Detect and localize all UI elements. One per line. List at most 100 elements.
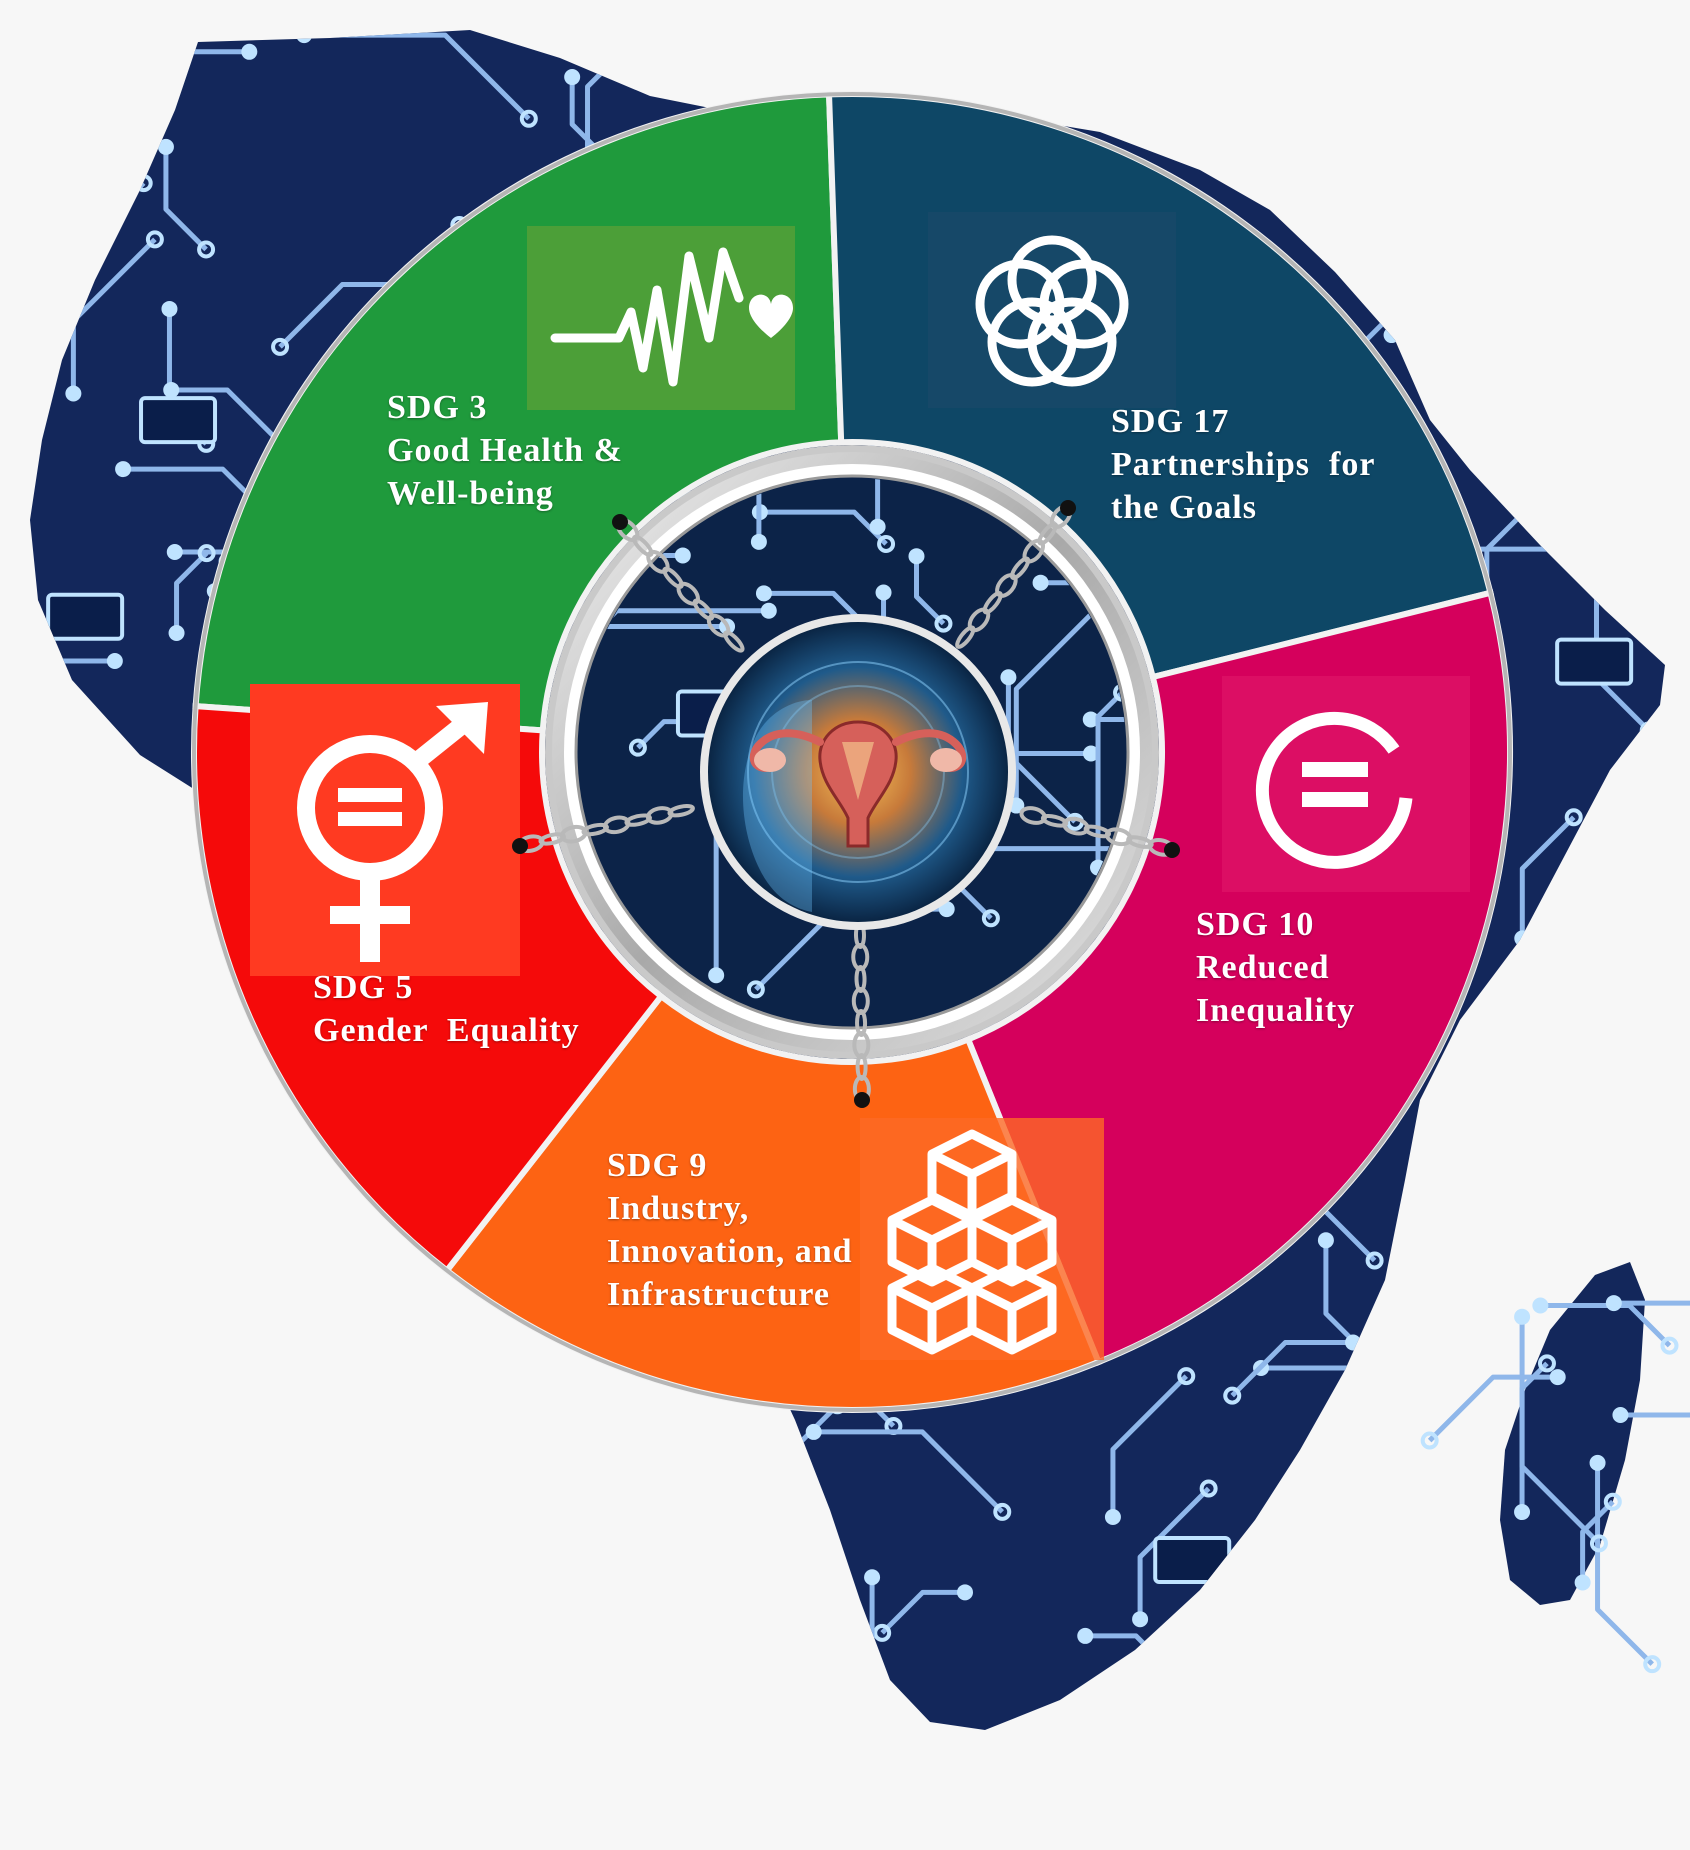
circuit-node (590, 1693, 607, 1710)
circuit-trace (1607, 1069, 1665, 1116)
circuit-node (58, 812, 77, 831)
circuit-node (1605, 1295, 1622, 1312)
circuit-node (182, 1273, 199, 1290)
circuit-node (179, 1111, 196, 1128)
circuit-node (64, 1289, 83, 1308)
circuit-node (1104, 1508, 1121, 1525)
circuit-node (1514, 1308, 1531, 1325)
circuit-node (1032, 574, 1049, 591)
circuit-node (197, 240, 216, 259)
circuit-trace (171, 387, 296, 459)
circuit-node (1313, 1586, 1330, 1603)
circuit-node (229, 1161, 248, 1180)
circuit-node (1383, 327, 1400, 344)
circuit-trace (875, 478, 927, 527)
circuit-trace (255, 1292, 412, 1376)
circuit-node (241, 1418, 258, 1435)
circuit-trace (306, 1391, 369, 1560)
circuit-node (873, 1843, 887, 1850)
circuit-trace (30, 63, 165, 142)
circuit-trace (246, 1426, 273, 1570)
circuit-node (300, 1383, 317, 1400)
circuit-trace (1316, 1648, 1485, 1730)
circuit-node (869, 518, 886, 535)
circuit-trace (182, 1038, 241, 1173)
circuit-trace (1587, 30, 1665, 76)
circuit-node (35, 118, 54, 137)
circuit-trace (913, 556, 946, 626)
circuit-trace (1503, 83, 1544, 210)
circuit-node (1072, 52, 1091, 71)
circuit-node (564, 69, 581, 86)
chain (851, 921, 871, 1108)
cubes-icon (860, 1118, 1104, 1360)
circuit-node (30, 855, 39, 872)
circuit-node (628, 738, 647, 757)
circuit-node (1258, 1704, 1277, 1723)
circuit-node (168, 625, 185, 642)
circuit-node (161, 300, 178, 317)
chains (512, 500, 1180, 1108)
circuit-chip (1153, 1535, 1232, 1584)
circuit-node (1639, 721, 1658, 740)
circuit-node (770, 1513, 787, 1530)
circuit-node (1258, 1602, 1275, 1619)
circuit-node (228, 1459, 247, 1478)
circuit-node (1542, 346, 1561, 365)
circuit-node (885, 0, 899, 1)
circuit-node (188, 1516, 205, 1533)
circuit-node (1332, 1432, 1351, 1451)
circuit-node (1537, 1354, 1556, 1373)
equality-circle-icon (1222, 676, 1470, 892)
uterus-icon (749, 720, 967, 848)
circuit-node (1616, 163, 1633, 180)
circuit-node (35, 1315, 52, 1332)
circuit-trace (41, 1323, 114, 1487)
circuit-node (1507, 1203, 1524, 1220)
circuit-trace (66, 792, 181, 824)
circuit-trace (1110, 1374, 1189, 1517)
circuit-node (358, 1549, 377, 1568)
circuit-trace (30, 1359, 193, 1411)
circuit-trace (1622, 30, 1652, 172)
circuit-node (1589, 1534, 1608, 1553)
circuit-node (1578, 541, 1595, 558)
circuit-trace (1499, 479, 1576, 515)
circuit-node (196, 1681, 215, 1700)
circuit-node (1620, 325, 1637, 342)
circuit-trace (1090, 716, 1126, 773)
circuit-node (1532, 1297, 1549, 1314)
circuit-trace (880, 1589, 965, 1635)
circuit-node (1514, 1504, 1531, 1521)
circuit-trace (193, 1412, 241, 1525)
ring-outline (192, 92, 1512, 1412)
circuit-trace (797, 1642, 882, 1730)
chain-anchor (1164, 842, 1180, 858)
circuit-chip (1114, 63, 1193, 112)
circuit-node (30, 1695, 45, 1712)
circuit-node (1640, 990, 1659, 1009)
circuit-trace (813, 1429, 1005, 1514)
circuit-node (390, 1610, 409, 1629)
chain (1019, 806, 1180, 858)
circuit-node (230, 1267, 247, 1284)
chain-link (1019, 806, 1047, 825)
circuit-node (864, 1569, 881, 1586)
circuit-trace (1601, 909, 1651, 1002)
circuit-node (689, 1413, 708, 1432)
chain (512, 804, 695, 854)
circuit-trace (1427, 1374, 1558, 1443)
circuit-chip (1555, 637, 1634, 686)
circuit-node (1400, 1653, 1417, 1670)
circuit-node (792, 1634, 809, 1651)
gender-equality-icon (250, 684, 520, 976)
circuit-trace (259, 1262, 424, 1314)
circuit-node (908, 548, 925, 565)
circuit-node (272, 1410, 291, 1429)
circuit-node (708, 967, 725, 984)
circuit-node (519, 109, 538, 128)
circuit-node (152, 1605, 169, 1622)
circuit-node (156, 57, 173, 74)
circuit-node (1187, 1687, 1206, 1706)
circuit-trace (158, 1466, 240, 1614)
